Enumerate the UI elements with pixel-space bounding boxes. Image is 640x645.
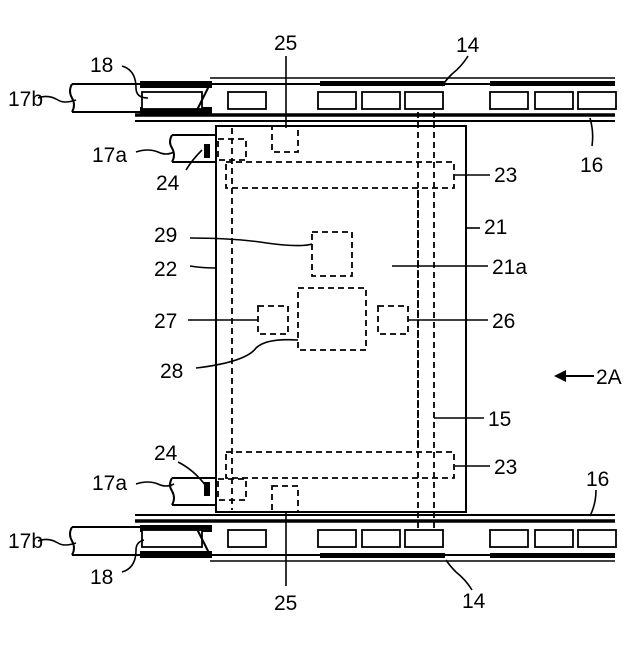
- label-side-frame: 22: [154, 258, 177, 281]
- label-plate-inner: 21a: [492, 256, 527, 279]
- bottom-chain-assembly: [70, 515, 616, 561]
- label-plate: 21: [484, 216, 507, 239]
- label-roller-top: 18: [90, 54, 113, 77]
- top-chain-assembly: [70, 78, 616, 121]
- unit-26: [378, 306, 408, 334]
- unit-27: [258, 306, 288, 334]
- label-view-arrow: 2A: [596, 366, 622, 389]
- label-unit-upper: 29: [154, 224, 177, 247]
- label-connector-top: 24: [156, 172, 180, 195]
- label-unit-right: 26: [492, 310, 515, 333]
- label-sensor-top: 25: [274, 32, 297, 55]
- label-chain-bottom: 17b: [8, 530, 43, 553]
- label-crossbar-top: 23: [494, 164, 517, 187]
- label-rail-bottom: 16: [586, 468, 609, 491]
- unit-28: [298, 288, 366, 350]
- label-roller-bottom: 18: [90, 566, 113, 589]
- label-rail-top: 16: [580, 154, 603, 177]
- label-vertical-bar: 15: [488, 408, 511, 431]
- label-bracket-top: 17a: [92, 144, 127, 167]
- label-connector-bottom: 24: [154, 442, 178, 465]
- label-crossbar-bottom: 23: [494, 456, 517, 479]
- view-arrow: [554, 370, 594, 382]
- label-unit-left: 27: [154, 310, 177, 333]
- label-belt-bottom: 14: [462, 590, 486, 613]
- unit-29: [312, 232, 352, 276]
- label-unit-center: 28: [160, 360, 183, 383]
- label-chain-top: 17b: [8, 88, 43, 111]
- label-bracket-bottom: 17a: [92, 472, 127, 495]
- label-belt-top: 14: [456, 34, 480, 57]
- label-sensor-bottom: 25: [274, 592, 297, 615]
